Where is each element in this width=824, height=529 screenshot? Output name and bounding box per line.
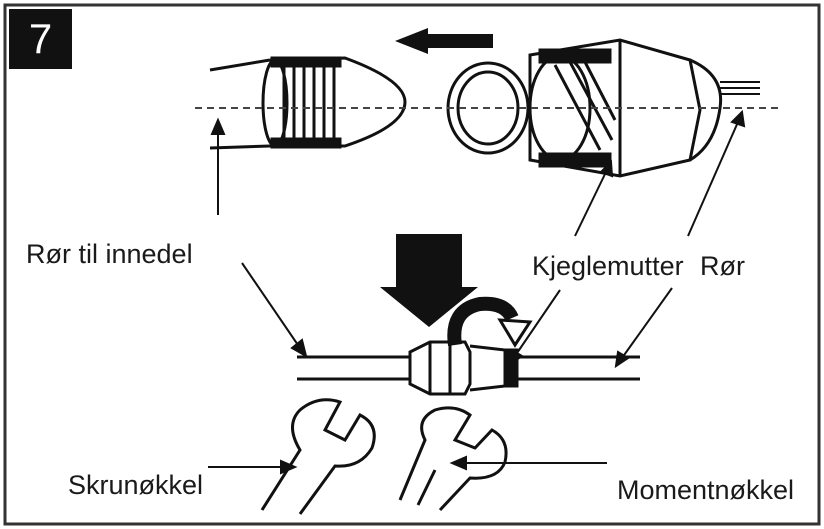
leader-lines	[208, 109, 746, 475]
flare-nut-assembled	[408, 340, 519, 396]
arrow-left-icon	[395, 28, 493, 54]
pipe-flare-threads	[270, 56, 342, 149]
pipe-right-top	[720, 81, 760, 95]
spanner-icon	[260, 398, 376, 515]
label-pipe: Rør	[700, 251, 745, 281]
label-pipe-to-indoor-unit: Rør til innedel	[26, 239, 193, 269]
label-spanner: Skrunøkkel	[68, 470, 204, 500]
flare-nut-top	[528, 38, 723, 178]
diagram-frame	[3, 3, 821, 526]
torque-wrench-icon	[398, 406, 508, 512]
step-number-badge: 7	[9, 9, 72, 69]
label-flare-nut: Kjeglemutter	[532, 251, 684, 281]
arrow-down-icon	[380, 234, 478, 327]
label-torque-wrench: Momentnøkkel	[617, 475, 795, 505]
rotation-arrow-icon	[447, 296, 533, 348]
pipe-flared-end	[209, 56, 407, 150]
